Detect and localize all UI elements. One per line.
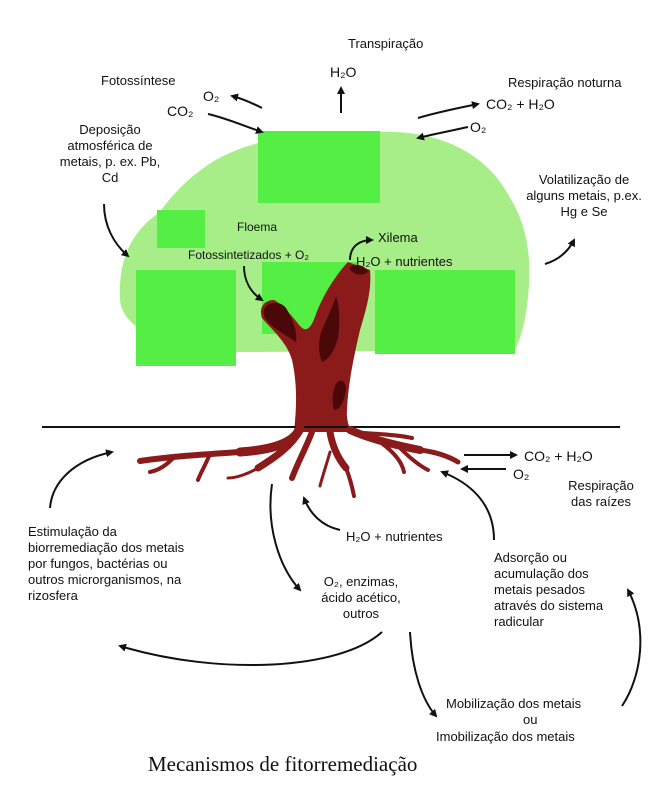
arrow-o2-in-respiracao (418, 127, 468, 138)
label-co2-h2o-raizes: CO₂ + H₂O (524, 448, 593, 464)
label-estimulacao: Estimulação da biorremediação dos metais… (28, 524, 186, 604)
label-imobilizacao: Imobilização dos metais (436, 729, 575, 745)
arrow-estimulacao (50, 452, 112, 508)
arrow-adsorcao (442, 472, 494, 540)
canopy-patch (375, 270, 515, 354)
label-xilema: Xilema (378, 230, 418, 246)
label-respiracao-noturna: Respiração noturna (508, 75, 621, 91)
label-h2o-transpiracao: H₂O (330, 64, 356, 80)
label-deposicao: Deposição atmosférica de metais, p. ex. … (56, 122, 164, 186)
arrow-o2-out-fotossintese (232, 96, 262, 108)
label-co2-fotossintese: CO₂ (167, 103, 193, 119)
arrow-volatilizacao (545, 240, 574, 264)
arrow-deposicao (104, 204, 128, 256)
label-volatilizacao: Volatilização de alguns metais, p.ex. Hg… (521, 172, 647, 220)
arrow-co2-out-respiracao (418, 104, 478, 118)
arrow-mobilizacao (410, 632, 436, 716)
roots (140, 428, 458, 496)
label-adsorcao: Adsorção ou acumulação dos metais pesado… (494, 550, 630, 630)
label-mobilizacao: Mobilização dos metais (446, 696, 581, 712)
canopy-patch (136, 270, 236, 366)
label-fotossintetizados: Fotossintetizados + O₂ (188, 247, 309, 263)
label-floema: Floema (237, 219, 277, 235)
diagram-title: Mecanismos de fitorremediação (148, 756, 417, 772)
label-o2-respiracao: O₂ (470, 119, 486, 135)
label-exsudatos: O₂, enzimas, ácido acético, outros (316, 574, 406, 622)
label-h2o-nutrientes-xilema: H₂O + nutrientes (356, 254, 452, 270)
label-fotossintese: Fotossíntese (101, 73, 175, 89)
label-co2-h2o-respiracao: CO₂ + H₂O (486, 96, 555, 112)
arrow-co2-in-fotossintese (208, 114, 262, 132)
label-o2-raizes: O₂ (513, 466, 529, 482)
label-o2-fotossintese: O₂ (203, 88, 219, 104)
canopy-patch (258, 131, 380, 203)
arrow-h2o-nutrientes (304, 498, 340, 530)
label-respiracao-raizes: Respiração das raízes (562, 478, 640, 510)
label-transpiracao: Transpiração (348, 36, 423, 52)
arrow-rizosfera (120, 632, 382, 665)
label-ou: ou (523, 712, 537, 728)
canopy-patch (157, 210, 205, 248)
label-h2o-nutrientes-raizes: H₂O + nutrientes (346, 529, 442, 545)
arrow-exsudatos (270, 484, 300, 590)
